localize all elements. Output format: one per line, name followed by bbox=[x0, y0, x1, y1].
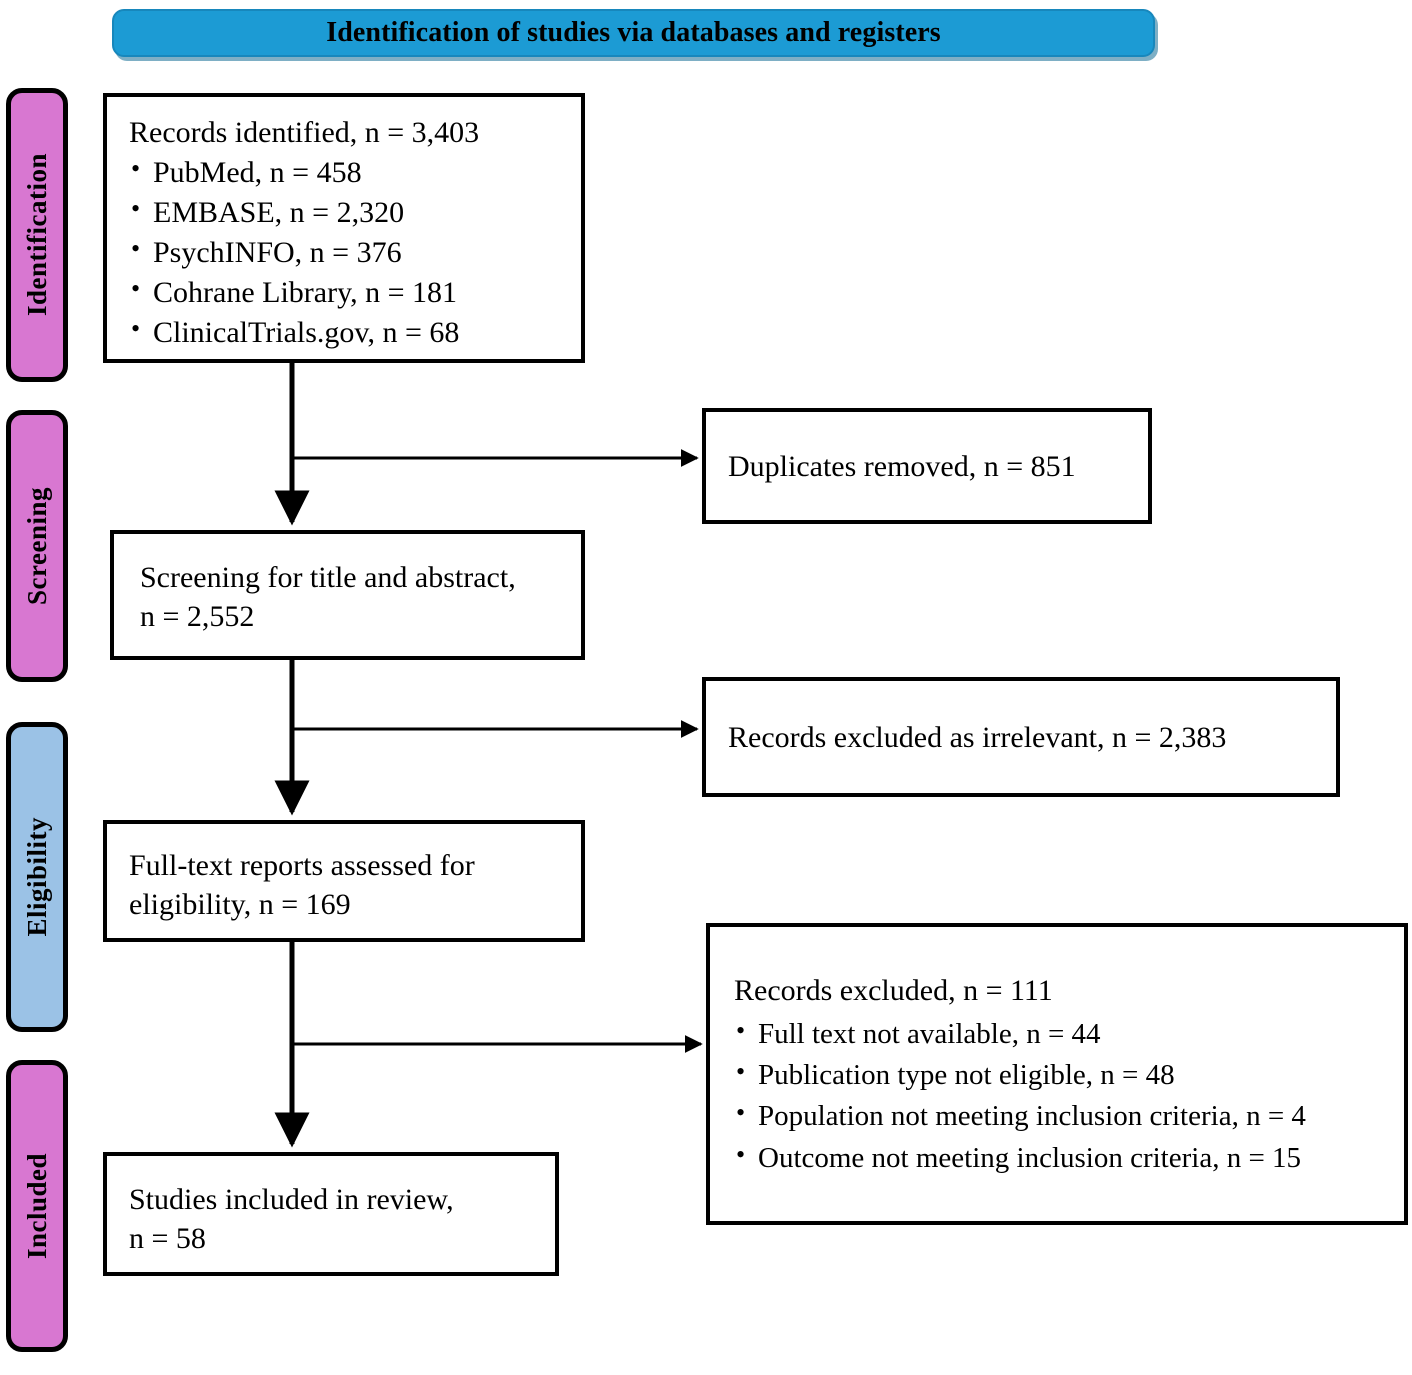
box-studies-included: Studies included in review, n = 58 bbox=[103, 1152, 559, 1276]
box-title: Records identified, n = 3,403 bbox=[129, 116, 480, 149]
phase-label-text: Included bbox=[21, 1152, 52, 1260]
list-item: Publication type not eligible, n = 48 bbox=[734, 1054, 1388, 1096]
box-title: Studies included in review, n = 58 bbox=[129, 1183, 454, 1255]
phase-label-eligibility: Eligibility bbox=[6, 722, 68, 1032]
box-title: Screening for title and abstract, n = 2,… bbox=[140, 561, 516, 633]
list-item: Outcome not meeting inclusion criteria, … bbox=[734, 1137, 1388, 1179]
header-title: Identification of studies via databases … bbox=[326, 17, 941, 48]
box-records-identified: Records identified, n = 3,403 PubMed, n … bbox=[103, 93, 585, 363]
box-records-excluded-irrelevant: Records excluded as irrelevant, n = 2,38… bbox=[702, 677, 1340, 797]
list-item: EMBASE, n = 2,320 bbox=[129, 192, 565, 233]
phase-label-identification: Identification bbox=[6, 88, 68, 382]
box-records-excluded: Records excluded, n = 111 Full text not … bbox=[706, 923, 1408, 1225]
phase-label-text: Identification bbox=[21, 153, 52, 317]
source-list: PubMed, n = 458 EMBASE, n = 2,320 PsychI… bbox=[129, 152, 565, 353]
list-item: Full text not available, n = 44 bbox=[734, 1013, 1388, 1055]
list-item: ClinicalTrials.gov, n = 68 bbox=[129, 312, 565, 353]
list-item: PubMed, n = 458 bbox=[129, 152, 565, 193]
box-title: Full-text reports assessed for eligibili… bbox=[129, 849, 475, 921]
box-fulltext-assessed: Full-text reports assessed for eligibili… bbox=[103, 820, 585, 942]
list-item: PsychINFO, n = 376 bbox=[129, 232, 565, 273]
diagram-header-banner: Identification of studies via databases … bbox=[112, 9, 1155, 57]
box-screening-title-abstract: Screening for title and abstract, n = 2,… bbox=[110, 530, 585, 660]
box-title: Records excluded, n = 111 bbox=[734, 974, 1053, 1007]
box-title: Records excluded as irrelevant, n = 2,38… bbox=[728, 720, 1227, 754]
box-duplicates-removed: Duplicates removed, n = 851 bbox=[702, 408, 1152, 524]
list-item: Cohrane Library, n = 181 bbox=[129, 272, 565, 313]
phase-label-included: Included bbox=[6, 1060, 68, 1352]
exclusion-reason-list: Full text not available, n = 44 Publicat… bbox=[734, 1013, 1388, 1179]
box-title: Duplicates removed, n = 851 bbox=[728, 449, 1076, 483]
list-item: Population not meeting inclusion criteri… bbox=[734, 1095, 1388, 1137]
phase-label-screening: Screening bbox=[6, 410, 68, 682]
phase-label-text: Eligibility bbox=[21, 817, 52, 937]
phase-label-text: Screening bbox=[21, 487, 52, 605]
